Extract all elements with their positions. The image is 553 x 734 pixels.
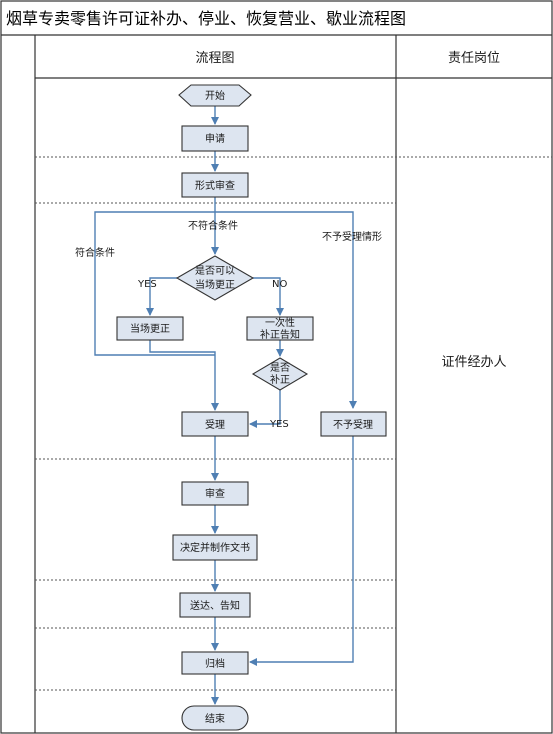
edge-yes-fix [146, 277, 177, 316]
node-archive-text: 归档 [205, 657, 225, 670]
page-title: 烟草专卖零售许可证补办、停业、恢复营业、歇业流程图 [6, 9, 406, 28]
label-not-qualified: 不符合条件 [188, 219, 238, 232]
node-reject-text: 不予受理 [333, 419, 373, 431]
node-start-text: 开始 [205, 89, 225, 102]
node-decision-fix-line1: 是否可以 [195, 265, 235, 277]
node-accept [181, 411, 249, 437]
node-decision-fix-line2: 当场更正 [195, 278, 235, 291]
node-decision-fix [175, 255, 255, 301]
node-archive [181, 651, 249, 675]
label-no-right: NO [272, 279, 287, 290]
edge-reject-archive [249, 436, 354, 666]
header-role: 责任岗位 [448, 51, 500, 66]
node-end [181, 705, 249, 731]
edge-supplement-accept [249, 390, 281, 428]
node-review [181, 481, 249, 506]
node-apply [181, 125, 249, 152]
node-fix-on-site-text: 当场更正 [130, 322, 170, 335]
edge-fix-accept [149, 340, 219, 411]
node-review-text: 审查 [205, 487, 225, 500]
edge-no-notice [253, 277, 284, 316]
role-label: 证件经办人 [441, 355, 506, 370]
label-yes-left: YES [137, 279, 157, 290]
label-qualified: 符合条件 [75, 246, 115, 259]
node-formal-review [181, 172, 249, 198]
node-deliver [179, 592, 251, 618]
node-formal-review-text: 形式审查 [195, 179, 235, 192]
node-decision-supplement-line2: 补正 [270, 373, 290, 386]
node-one-time-notice [246, 316, 314, 341]
node-decide [172, 534, 258, 561]
node-fix-on-site [116, 316, 184, 341]
node-apply-text: 申请 [205, 132, 225, 145]
node-decision-supplement [251, 357, 309, 391]
node-decide-text: 决定并制作文书 [180, 541, 250, 554]
edge-not-accept [215, 211, 357, 409]
node-end-text: 结束 [205, 712, 225, 725]
node-deliver-text: 送达、告知 [190, 599, 240, 612]
edge-qualified [94, 211, 215, 356]
node-one-time-notice-line1: 一次性 [265, 316, 295, 329]
node-reject [320, 411, 387, 437]
node-one-time-notice-line2: 补正告知 [260, 328, 300, 341]
node-start [178, 84, 252, 107]
header-flow: 流程图 [195, 51, 234, 66]
node-decision-supplement-line1: 是否 [270, 362, 290, 374]
label-not-accept-case: 不予受理情形 [322, 230, 382, 243]
label-yes-bottom: YES [269, 419, 289, 430]
node-accept-text: 受理 [205, 419, 225, 431]
